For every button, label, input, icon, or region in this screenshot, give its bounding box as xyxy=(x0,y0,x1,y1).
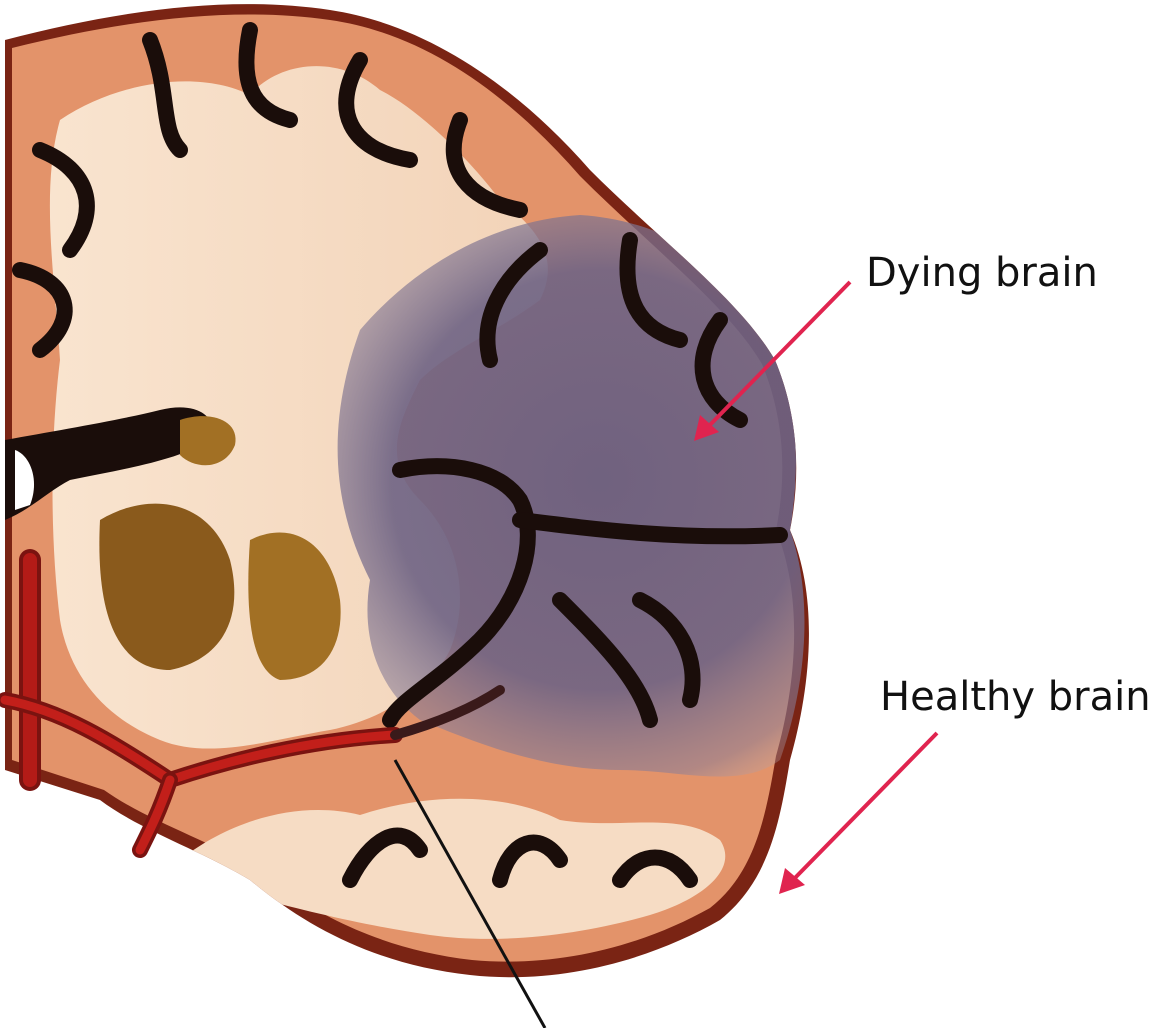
healthy-brain-arrow xyxy=(779,733,937,894)
dying-brain-label: Dying brain xyxy=(866,253,1098,293)
healthy-brain-label: Healthy brain xyxy=(880,677,1151,717)
